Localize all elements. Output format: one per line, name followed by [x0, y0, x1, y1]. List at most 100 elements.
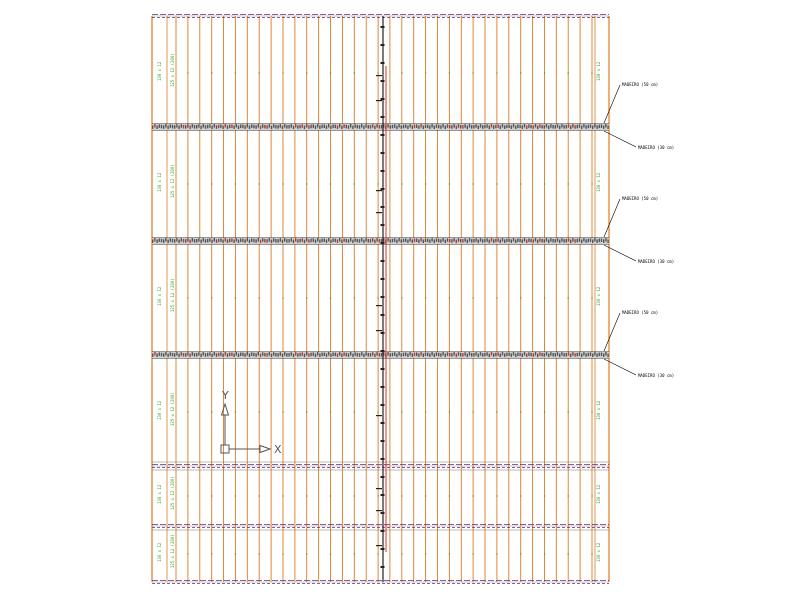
beam-hatch — [589, 124, 592, 128]
centerline-tick — [380, 62, 385, 64]
beam-hatch — [182, 353, 185, 357]
beam-hatch — [330, 353, 332, 357]
beam-hatch — [167, 353, 169, 358]
beam-hatch — [550, 352, 552, 356]
beam-hatch — [427, 124, 429, 129]
beam-hatch — [367, 125, 369, 129]
beam-hatch — [270, 125, 273, 130]
beam-hatch — [325, 239, 328, 243]
beam-hatch — [213, 124, 215, 128]
beam-hatch — [383, 124, 385, 128]
beam-hatch — [290, 238, 292, 242]
beam-hatch — [477, 125, 479, 130]
beam-hatch — [275, 239, 277, 243]
beam-hatch — [343, 238, 345, 242]
beam-hatch — [537, 239, 539, 244]
slab-outer-frame — [151, 16, 610, 582]
beam-hatch — [442, 352, 444, 356]
beam-hatch — [317, 352, 319, 356]
beam-hatch — [156, 239, 158, 243]
panel-marker-dot — [353, 553, 355, 555]
left-panel-label-a: 130 x 12 — [157, 542, 162, 562]
beam-hatch — [545, 352, 548, 356]
beam-hatch — [512, 124, 515, 128]
beam-hatch — [288, 353, 290, 357]
beam-hatch — [332, 124, 334, 128]
beam-hatch — [341, 125, 343, 129]
beam-hatch — [504, 353, 506, 357]
beam-hatch — [398, 238, 400, 242]
beam-hatch — [561, 124, 563, 128]
beam-hatch — [402, 352, 405, 357]
beam-hatch — [389, 353, 391, 357]
right-panel-label: 130 x 12 — [596, 484, 601, 504]
beam-hatch — [552, 125, 554, 129]
beam-hatch — [341, 239, 343, 243]
beam-hatch — [334, 352, 336, 357]
beam-hatch — [380, 353, 383, 357]
panel-marker-dot — [543, 553, 546, 555]
beam-hatch — [163, 353, 165, 357]
beam-hatch — [312, 238, 314, 242]
beam-hatch — [537, 353, 539, 358]
beam-hatch — [422, 353, 424, 357]
beam-hatch — [603, 239, 605, 243]
panel-marker-dot — [520, 72, 522, 74]
centerline-note-mark — [376, 488, 382, 490]
beam-hatch — [361, 124, 363, 128]
beam-hatch — [394, 238, 396, 242]
beam-hatch — [290, 352, 292, 356]
panel-marker-dot — [377, 297, 379, 299]
beam-hatch — [539, 124, 541, 128]
beam-hatch — [224, 238, 226, 242]
panel-marker-dot — [282, 553, 284, 555]
beam-hatch — [581, 239, 583, 244]
beam-hatch — [204, 239, 207, 243]
beam-hatch — [510, 125, 512, 129]
beam-hatch — [429, 125, 431, 129]
beam-hatch — [519, 352, 521, 357]
panel-marker-dot — [306, 411, 308, 413]
beam-hatch — [224, 124, 226, 128]
beam-hatch — [578, 124, 581, 128]
beam-hatch — [226, 353, 229, 357]
beam-hatch — [556, 124, 559, 128]
beam-hatch — [306, 352, 308, 356]
beam-hatch — [409, 238, 411, 242]
beam-hatch — [356, 124, 358, 129]
beam-hatch — [556, 238, 559, 242]
beam-hatch — [413, 352, 416, 357]
beam-hatch — [394, 352, 396, 356]
beam-hatch — [255, 125, 257, 129]
beam-hatch — [592, 353, 594, 357]
beam-hatch — [548, 353, 550, 358]
beam-hatch — [400, 125, 402, 129]
beam-hatch — [457, 124, 460, 128]
beam-hatch — [180, 124, 182, 128]
callout-leader-upper — [603, 84, 621, 124]
beam-hatch — [477, 239, 479, 244]
beam-hatch — [363, 353, 365, 358]
beam-hatch — [275, 353, 277, 357]
right-panel-label: 130 x 12 — [596, 172, 601, 192]
beam-hatch — [477, 353, 479, 358]
left-panel-label-a: 130 x 12 — [157, 400, 162, 420]
beam-hatch — [288, 125, 290, 129]
beam-hatch — [378, 353, 380, 357]
beam-hatch — [193, 125, 196, 129]
panel-marker-dot — [234, 72, 236, 74]
beam-hatch — [405, 124, 407, 128]
beam-hatch — [594, 352, 596, 356]
centerline-tick — [380, 386, 385, 388]
beam-hatch — [442, 124, 444, 128]
centerline-tick — [380, 458, 385, 460]
centerline-note-mark — [376, 330, 382, 332]
beam-hatch — [248, 239, 251, 243]
beam-hatch — [526, 353, 528, 357]
beam-hatch — [523, 124, 526, 128]
centerline-tick — [380, 242, 385, 244]
beam-hatch — [427, 238, 429, 243]
beam-hatch — [424, 352, 427, 356]
callout-lower-text: MADEIRO (30 cm) — [638, 259, 674, 264]
